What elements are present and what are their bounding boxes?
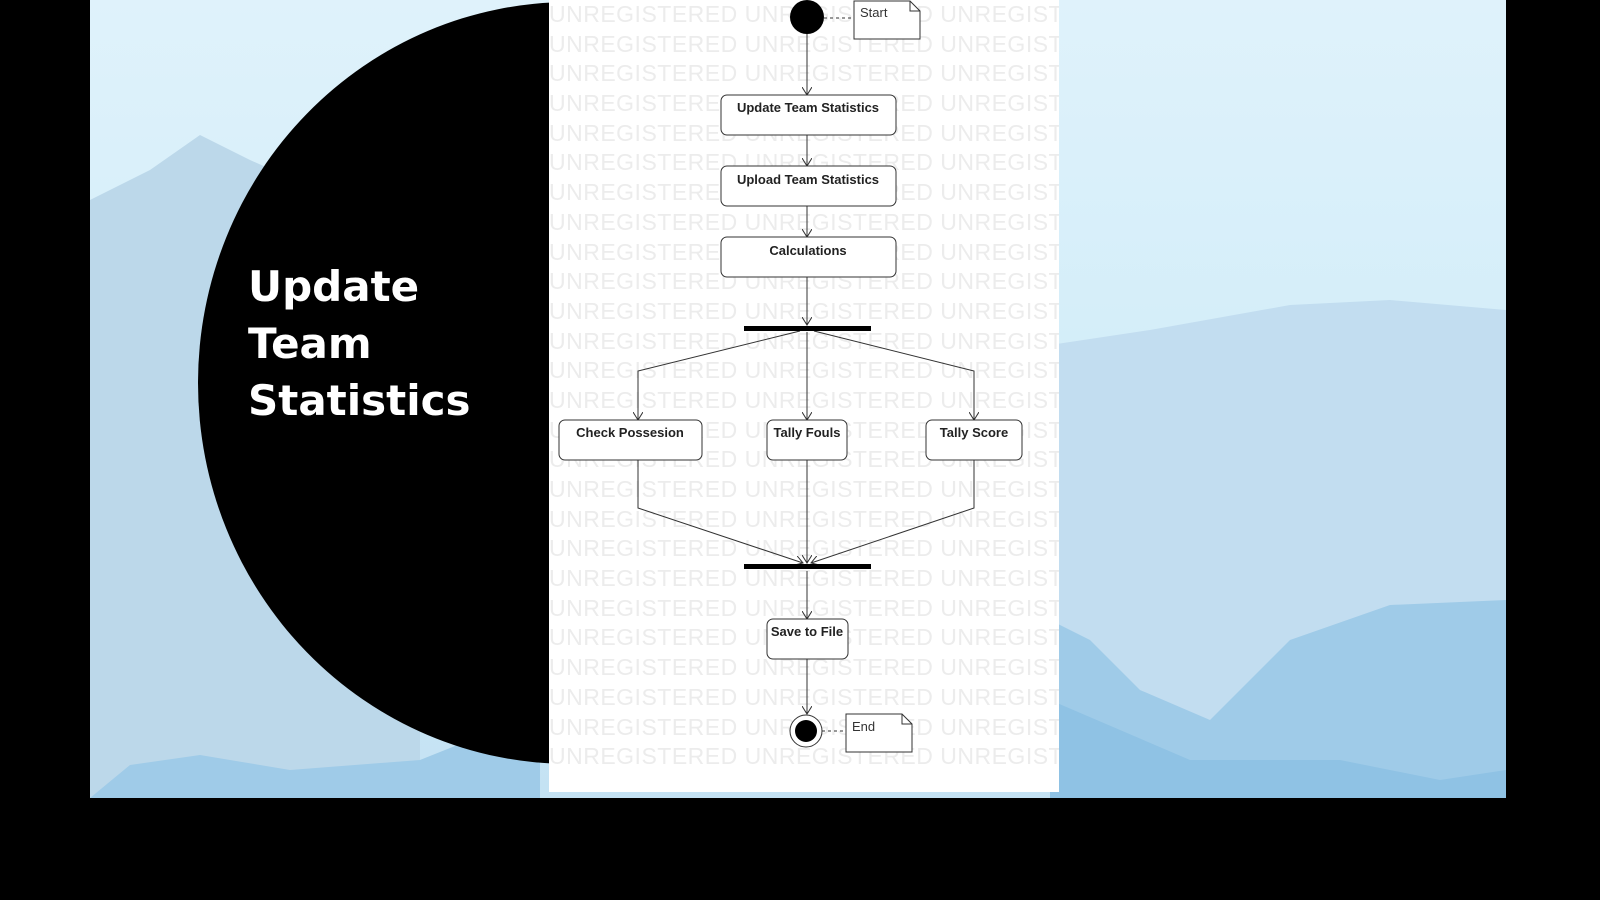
start-node [790,0,824,34]
start-note-label: Start [860,5,888,20]
activity-tally-fouls: Tally Fouls [766,419,848,461]
svg-text:Save to File: Save to File [771,624,843,639]
svg-text:Tally Score: Tally Score [940,425,1008,440]
watermark-row: UNREGISTERED UNREGISTERED UNREGISTERED [549,30,1059,57]
watermark-row: UNREGISTERED UNREGISTERED UNREGISTERED [549,505,1059,532]
activity-tally-score: Tally Score [925,419,1023,461]
join-bar [744,564,871,569]
activity-diagram: Start Update Team Statistics [558,0,1023,753]
activity-update-team-statistics: Update Team Statistics [720,94,897,136]
activity-upload-team-statistics: Upload Team Statistics [720,165,897,207]
svg-text:Upload Team Statistics: Upload Team Statistics [737,172,879,187]
fork-bar [744,326,871,331]
svg-text:Check Possesion: Check Possesion [576,425,684,440]
slide-title: Update Team Statistics [248,258,471,429]
watermark-row: UNREGISTERED UNREGISTERED UNREGISTERED [549,327,1059,354]
slide: Update Team Statistics UNREGISTERED UNRE… [90,0,1506,798]
watermark-row: UNREGISTERED UNREGISTERED UNREGISTERED [549,683,1059,710]
diagram-panel: UNREGISTERED UNREGISTERED UNREGISTERED UN… [549,0,1059,792]
watermark-row: UNREGISTERED UNREGISTERED UNREGISTERED [549,565,1059,592]
activity-check-possesion: Check Possesion [558,419,703,461]
title-line-2: Team [248,319,372,368]
svg-text:Calculations: Calculations [769,243,846,258]
svg-text:Update Team Statistics: Update Team Statistics [737,100,879,115]
watermark-row: UNREGISTERED UNREGISTERED UNREGISTERED [549,743,1059,770]
svg-text:Tally Fouls: Tally Fouls [774,425,841,440]
title-line-3: Statistics [248,376,471,425]
end-note-label: End [852,719,875,734]
unregistered-watermark: UNREGISTERED UNREGISTERED UNREGISTERED UN… [549,0,1059,792]
title-line-1: Update [248,262,420,311]
end-note: End [845,713,913,753]
start-note: Start [853,0,921,40]
activity-save-to-file: Save to File [766,618,849,660]
watermark-row: UNREGISTERED UNREGISTERED UNREGISTERED [549,60,1059,87]
end-node [789,714,823,748]
activity-calculations: Calculations [720,236,897,278]
